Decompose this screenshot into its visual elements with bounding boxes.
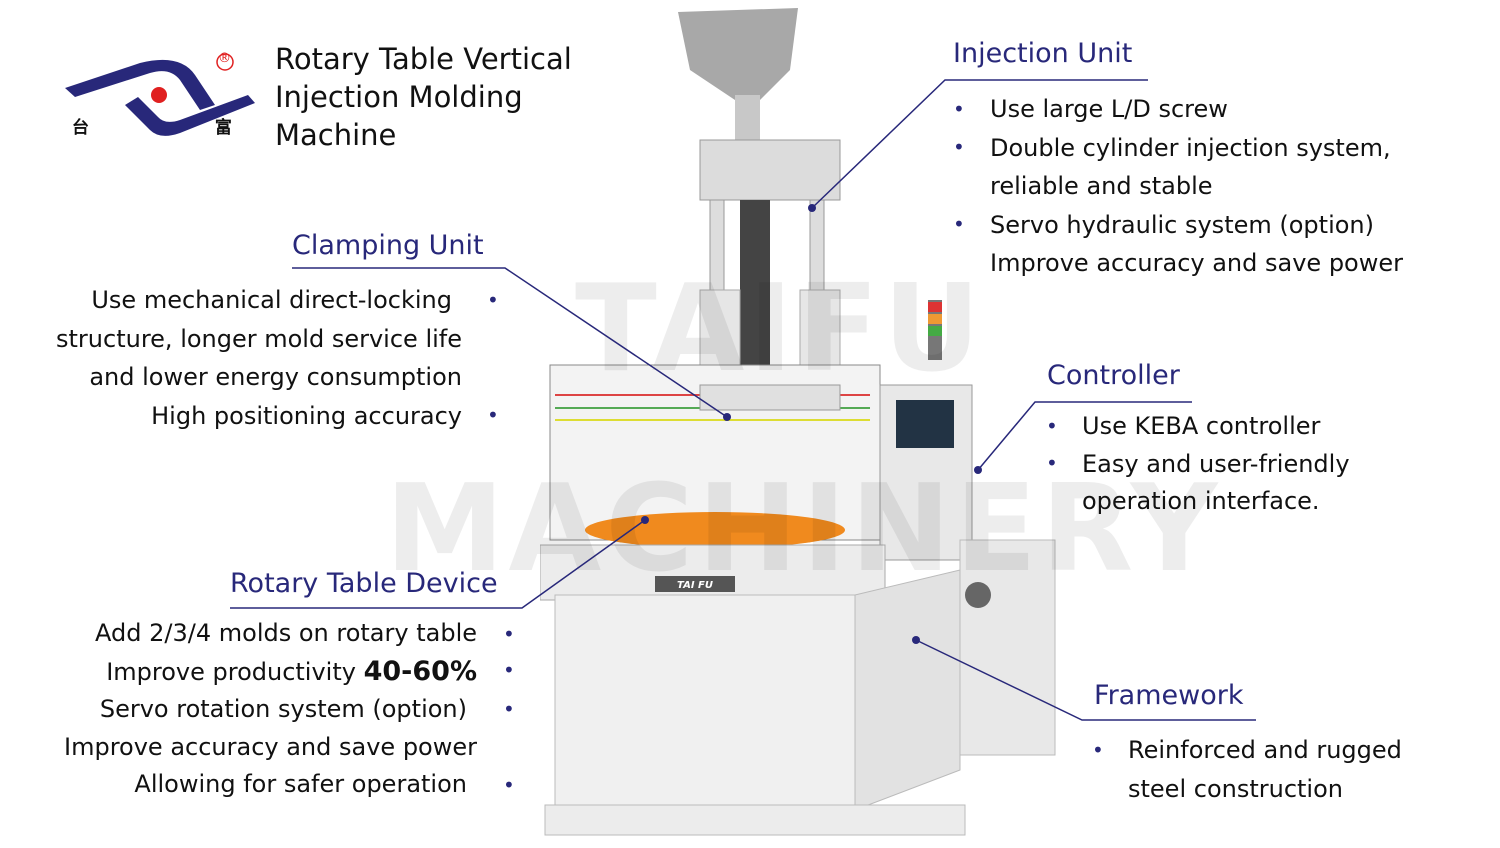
title-line: Machine <box>275 118 397 152</box>
logo-text: 台 富 <box>72 118 232 138</box>
feature-line: Improve accuracy and save power <box>990 249 1403 277</box>
bullet-icon: • <box>1092 738 1104 762</box>
feature-line: High positioning accuracy <box>151 401 462 430</box>
title-line: Injection Molding <box>275 80 523 114</box>
page-title: Rotary Table Vertical Injection Molding … <box>275 40 572 154</box>
feature-line: Double cylinder injection system, <box>990 133 1391 162</box>
feature-line: steel construction <box>1128 774 1343 803</box>
feature-line: and lower energy consumption <box>89 363 462 391</box>
framework-text: Reinforced and rugged steel construction <box>1128 731 1402 808</box>
feature-line: Servo hydraulic system (option) <box>990 210 1374 239</box>
bullet-icon: • <box>503 697 515 721</box>
feature-line: Improve accuracy and save power <box>64 732 477 761</box>
bullet-icon: • <box>953 135 965 159</box>
registered-mark: ® <box>218 51 231 66</box>
bullet-icon: • <box>503 773 515 797</box>
feature-line: Allowing for safer operation <box>134 770 467 798</box>
clamping-unit-heading: Clamping Unit <box>292 230 484 261</box>
injection-unit-heading: Injection Unit <box>953 38 1133 69</box>
feature-line: Servo rotation system (option) <box>99 695 467 723</box>
rotary-table-text: Add 2/3/4 molds on rotary table Improve … <box>64 615 477 804</box>
logo: 台 富 ® <box>60 45 260 145</box>
watermark: MACHINERY <box>385 460 1222 599</box>
clamping-unit-text: Use mechanical direct-locking structure,… <box>56 281 462 435</box>
productivity-highlight: 40-60% <box>363 655 477 687</box>
feature-line: Use KEBA controller <box>1082 412 1321 440</box>
feature-line: Add 2/3/4 molds on rotary table <box>95 619 477 647</box>
feature-line: Easy and user-friendly <box>1082 449 1350 478</box>
controller-heading: Controller <box>1047 360 1180 391</box>
logo-mark-icon <box>65 53 255 136</box>
bullet-icon: • <box>1046 414 1058 438</box>
feature-line: Reinforced and rugged <box>1128 736 1402 764</box>
machine-image: TAI FU <box>539 0 1060 844</box>
bullet-icon: • <box>503 658 515 682</box>
watermark: TAIFU <box>575 260 985 399</box>
title-line: Rotary Table Vertical <box>275 42 572 76</box>
rotary-table-heading: Rotary Table Device <box>230 568 498 599</box>
framework-heading: Framework <box>1094 680 1244 711</box>
bullet-icon: • <box>953 97 965 121</box>
feature-line: reliable and stable <box>990 172 1213 200</box>
bullet-icon: • <box>953 212 965 236</box>
machine-label: TAI FU <box>677 580 713 591</box>
feature-line: Improve productivity 40-60% <box>64 653 477 692</box>
feature-text: Improve productivity <box>106 657 364 686</box>
feature-line: structure, longer mold service life <box>56 324 462 353</box>
bullet-icon: • <box>503 622 515 646</box>
bullet-icon: • <box>487 288 499 312</box>
controller-text: Use KEBA controller Easy and user-friend… <box>1082 408 1350 521</box>
injection-unit-text: Use large L/D screw Double cylinder inje… <box>990 90 1403 283</box>
feature-line: Use large L/D screw <box>990 95 1228 123</box>
bullet-icon: • <box>1046 451 1058 475</box>
bullet-icon: • <box>487 403 499 427</box>
feature-line: Use mechanical direct-locking <box>91 286 452 314</box>
feature-line: operation interface. <box>1082 487 1320 515</box>
